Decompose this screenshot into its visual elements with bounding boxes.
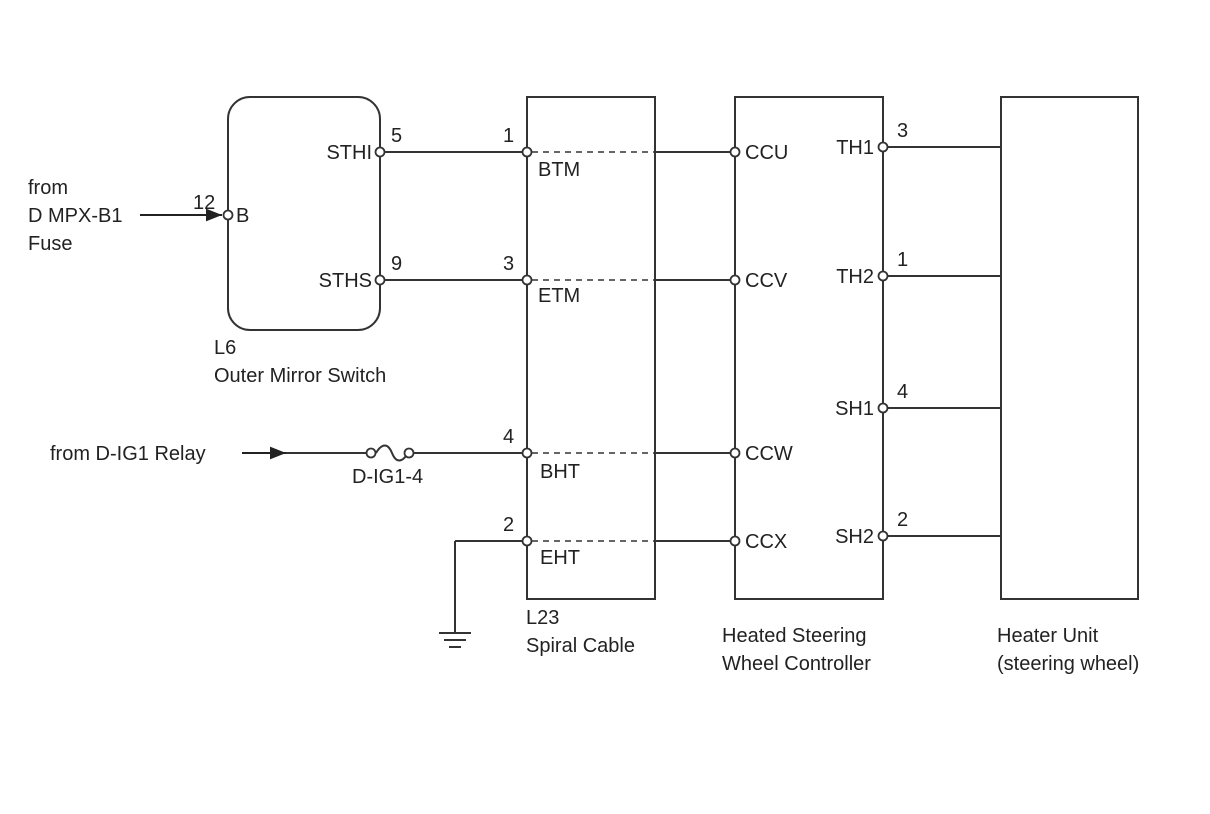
controller-term-ccx: CCX [745, 531, 787, 553]
spiral-pin-1: 1 [503, 125, 514, 147]
controller-box [734, 96, 884, 600]
switch-term-sths: STHS [319, 270, 372, 292]
controller-term-th2: TH2 [836, 266, 874, 288]
heater-pin-4: 4 [897, 381, 908, 403]
heater-name-line2: (steering wheel) [997, 653, 1139, 675]
controller-term-sh2: SH2 [835, 526, 874, 548]
spiral-name-label: Spiral Cable [526, 635, 635, 657]
heater-name-line1: Heater Unit [997, 625, 1099, 647]
spiral-term-eht: EHT [540, 547, 580, 569]
spiral-pin-4: 4 [503, 426, 514, 448]
switch-term-b: B [236, 205, 249, 227]
fuse-name-label: D MPX-B1 [28, 205, 122, 227]
pin-spiral-1 [521, 146, 533, 158]
switch-pin-12: 12 [193, 192, 215, 214]
heater-pin-2: 2 [897, 509, 908, 531]
pin-th1 [877, 141, 889, 153]
controller-term-ccv: CCV [745, 270, 788, 292]
fuse-from-label: from [28, 177, 68, 199]
switch-pin-9: 9 [391, 253, 402, 275]
pin-sh1 [877, 402, 889, 414]
fuse-word-label: Fuse [28, 233, 72, 255]
switch-name-label: Outer Mirror Switch [214, 365, 386, 387]
spiral-code-label: L23 [526, 607, 559, 629]
switch-term-sthi: STHI [326, 142, 372, 164]
controller-term-ccw: CCW [745, 443, 793, 465]
fuse-terminal-right [403, 447, 415, 459]
controller-name-line2: Wheel Controller [722, 653, 871, 675]
switch-pin-5: 5 [391, 125, 402, 147]
spiral-cable-box [526, 96, 656, 600]
pin-spiral-4 [521, 447, 533, 459]
pin-ccv [729, 274, 741, 286]
controller-name-line1: Heated Steering [722, 625, 867, 647]
pin-ccx [729, 535, 741, 547]
pin-switch-b [222, 209, 234, 221]
pin-switch-sths [374, 274, 386, 286]
pin-th2 [877, 270, 889, 282]
spiral-pin-2: 2 [503, 514, 514, 536]
controller-term-sh1: SH1 [835, 398, 874, 420]
heater-pin-1: 1 [897, 249, 908, 271]
fuse-symbol [375, 444, 409, 462]
spiral-term-btm: BTM [538, 159, 580, 181]
pin-sh2 [877, 530, 889, 542]
spiral-pin-3: 3 [503, 253, 514, 275]
heater-pin-3: 3 [897, 120, 908, 142]
fuse-terminal-left [365, 447, 377, 459]
controller-term-th1: TH1 [836, 137, 874, 159]
pin-switch-sthi [374, 146, 386, 158]
spiral-term-etm: ETM [538, 285, 580, 307]
switch-code-label: L6 [214, 337, 236, 359]
relay-source-label: from D-IG1 Relay [50, 443, 206, 465]
pin-spiral-2 [521, 535, 533, 547]
outer-mirror-switch-box [227, 96, 381, 331]
pin-ccw [729, 447, 741, 459]
relay-fuse-label: D-IG1-4 [352, 466, 423, 488]
controller-term-ccu: CCU [745, 142, 788, 164]
pin-spiral-3 [521, 274, 533, 286]
spiral-term-bht: BHT [540, 461, 580, 483]
pin-ccu [729, 146, 741, 158]
heater-unit-box [1000, 96, 1139, 600]
